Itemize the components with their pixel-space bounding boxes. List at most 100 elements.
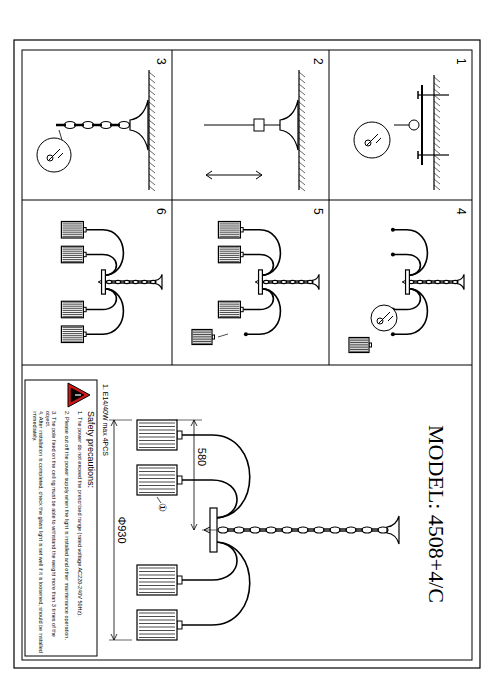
chain-link	[106, 280, 112, 283]
stroke	[434, 137, 440, 142]
stroke	[63, 335, 83, 336]
chain-link	[307, 280, 313, 283]
stroke	[63, 341, 83, 342]
stroke	[109, 640, 132, 641]
stroke	[434, 89, 440, 94]
stroke	[299, 84, 305, 89]
stroke	[193, 338, 211, 339]
stroke	[434, 167, 440, 172]
stroke	[182, 542, 250, 625]
chain-link	[272, 280, 278, 283]
stroke	[376, 138, 381, 143]
chain-link	[133, 280, 139, 283]
stroke	[63, 230, 83, 231]
chain-link	[234, 527, 244, 533]
chain-link	[83, 122, 94, 129]
step-number: 6	[154, 208, 167, 215]
stroke	[63, 247, 83, 248]
stroke	[139, 634, 175, 635]
stroke	[299, 114, 305, 119]
stroke	[220, 228, 240, 229]
stroke	[388, 316, 393, 321]
spec-note: 1. E14/40W max 4PCS	[101, 384, 109, 456]
stroke	[63, 225, 83, 226]
socket	[391, 253, 395, 257]
chain-link	[346, 527, 356, 533]
stroke	[394, 230, 427, 276]
stroke	[86, 289, 123, 335]
stroke	[299, 120, 305, 125]
detail-circle	[354, 122, 390, 158]
socket	[391, 228, 395, 232]
stroke	[299, 102, 305, 107]
stroke	[63, 227, 83, 228]
stroke	[418, 94, 449, 95]
stroke	[139, 475, 175, 476]
stroke	[434, 113, 440, 118]
stroke	[299, 126, 305, 131]
stroke	[193, 343, 211, 344]
chain-link	[378, 527, 388, 533]
stroke	[299, 168, 305, 173]
crystal-shade	[137, 465, 177, 495]
chain-link	[299, 280, 305, 283]
stroke	[139, 620, 175, 621]
stroke	[247, 289, 280, 335]
chain-link	[266, 527, 276, 533]
safety-note: 2. Please cut off the power supply when …	[64, 411, 70, 653]
stroke	[434, 119, 440, 124]
stroke	[139, 582, 175, 583]
stroke	[378, 312, 390, 324]
stroke	[172, 50, 173, 365]
stroke	[139, 430, 175, 431]
stroke	[350, 346, 368, 347]
chain-link	[330, 527, 340, 533]
outer-border	[14, 40, 480, 668]
stroke	[63, 304, 83, 305]
stroke	[299, 174, 305, 179]
stroke	[63, 327, 83, 328]
crystal-shade	[192, 330, 212, 345]
lamp-holder	[177, 576, 182, 584]
stroke	[387, 516, 399, 544]
stroke	[220, 225, 240, 226]
fitting	[254, 119, 264, 131]
stroke	[63, 302, 83, 303]
stroke	[149, 144, 155, 149]
stroke	[193, 331, 211, 332]
chain-link	[65, 122, 76, 129]
stroke	[63, 333, 83, 334]
stroke	[63, 339, 83, 340]
stroke	[394, 289, 427, 335]
stroke	[434, 173, 440, 178]
stroke	[434, 107, 440, 112]
crystal-shade	[61, 301, 83, 318]
stroke	[63, 261, 83, 262]
stroke	[149, 156, 155, 161]
stroke	[220, 257, 240, 258]
crystal-shade	[61, 326, 83, 343]
stroke	[111, 634, 117, 640]
stroke	[220, 261, 240, 262]
stroke	[193, 332, 211, 333]
stroke	[63, 310, 83, 311]
stroke	[434, 131, 440, 136]
stroke	[350, 340, 368, 341]
stroke	[299, 78, 305, 83]
stroke	[139, 616, 175, 617]
stroke	[418, 154, 449, 155]
crystal-shade	[61, 222, 83, 239]
dimension-label: Φ930	[116, 515, 128, 544]
stroke	[220, 251, 240, 252]
stroke	[176, 420, 202, 421]
stroke	[206, 171, 212, 179]
stroke	[299, 186, 305, 191]
stroke	[139, 627, 175, 628]
stroke	[149, 84, 155, 89]
stroke	[149, 186, 155, 191]
stroke	[63, 259, 83, 260]
stroke	[63, 249, 83, 250]
lamp-body	[102, 270, 106, 294]
stroke	[149, 102, 155, 107]
stroke	[139, 485, 175, 486]
